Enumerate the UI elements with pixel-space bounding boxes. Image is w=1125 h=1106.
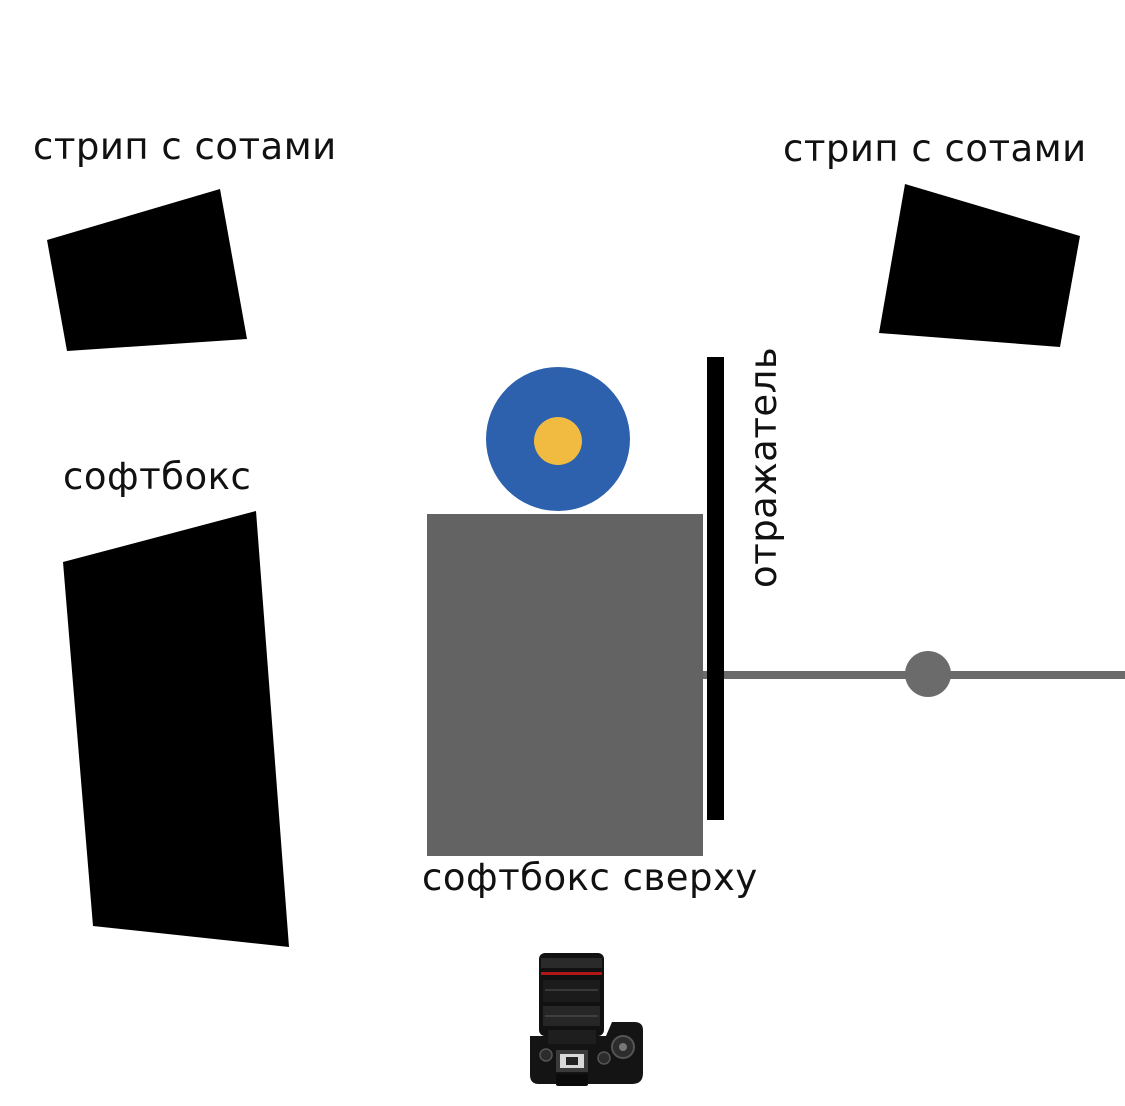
strip-label-left: стрип с сотами: [33, 125, 337, 168]
reflector-panel: [707, 357, 724, 820]
camera-icon: [530, 953, 643, 1086]
softbox-top: [427, 514, 703, 856]
strip-label-right: стрип с сотами: [783, 127, 1087, 170]
softbox-top-label: софтбокс сверху: [422, 856, 758, 899]
softbox-label: софтбокс: [63, 455, 252, 498]
subject-inner: [534, 417, 582, 465]
strip-box-right: [879, 184, 1080, 347]
reflector-label: отражатель: [742, 346, 785, 588]
strip-box-left: [47, 189, 247, 351]
softbox-left: [63, 511, 289, 947]
boom-pivot: [905, 651, 951, 697]
